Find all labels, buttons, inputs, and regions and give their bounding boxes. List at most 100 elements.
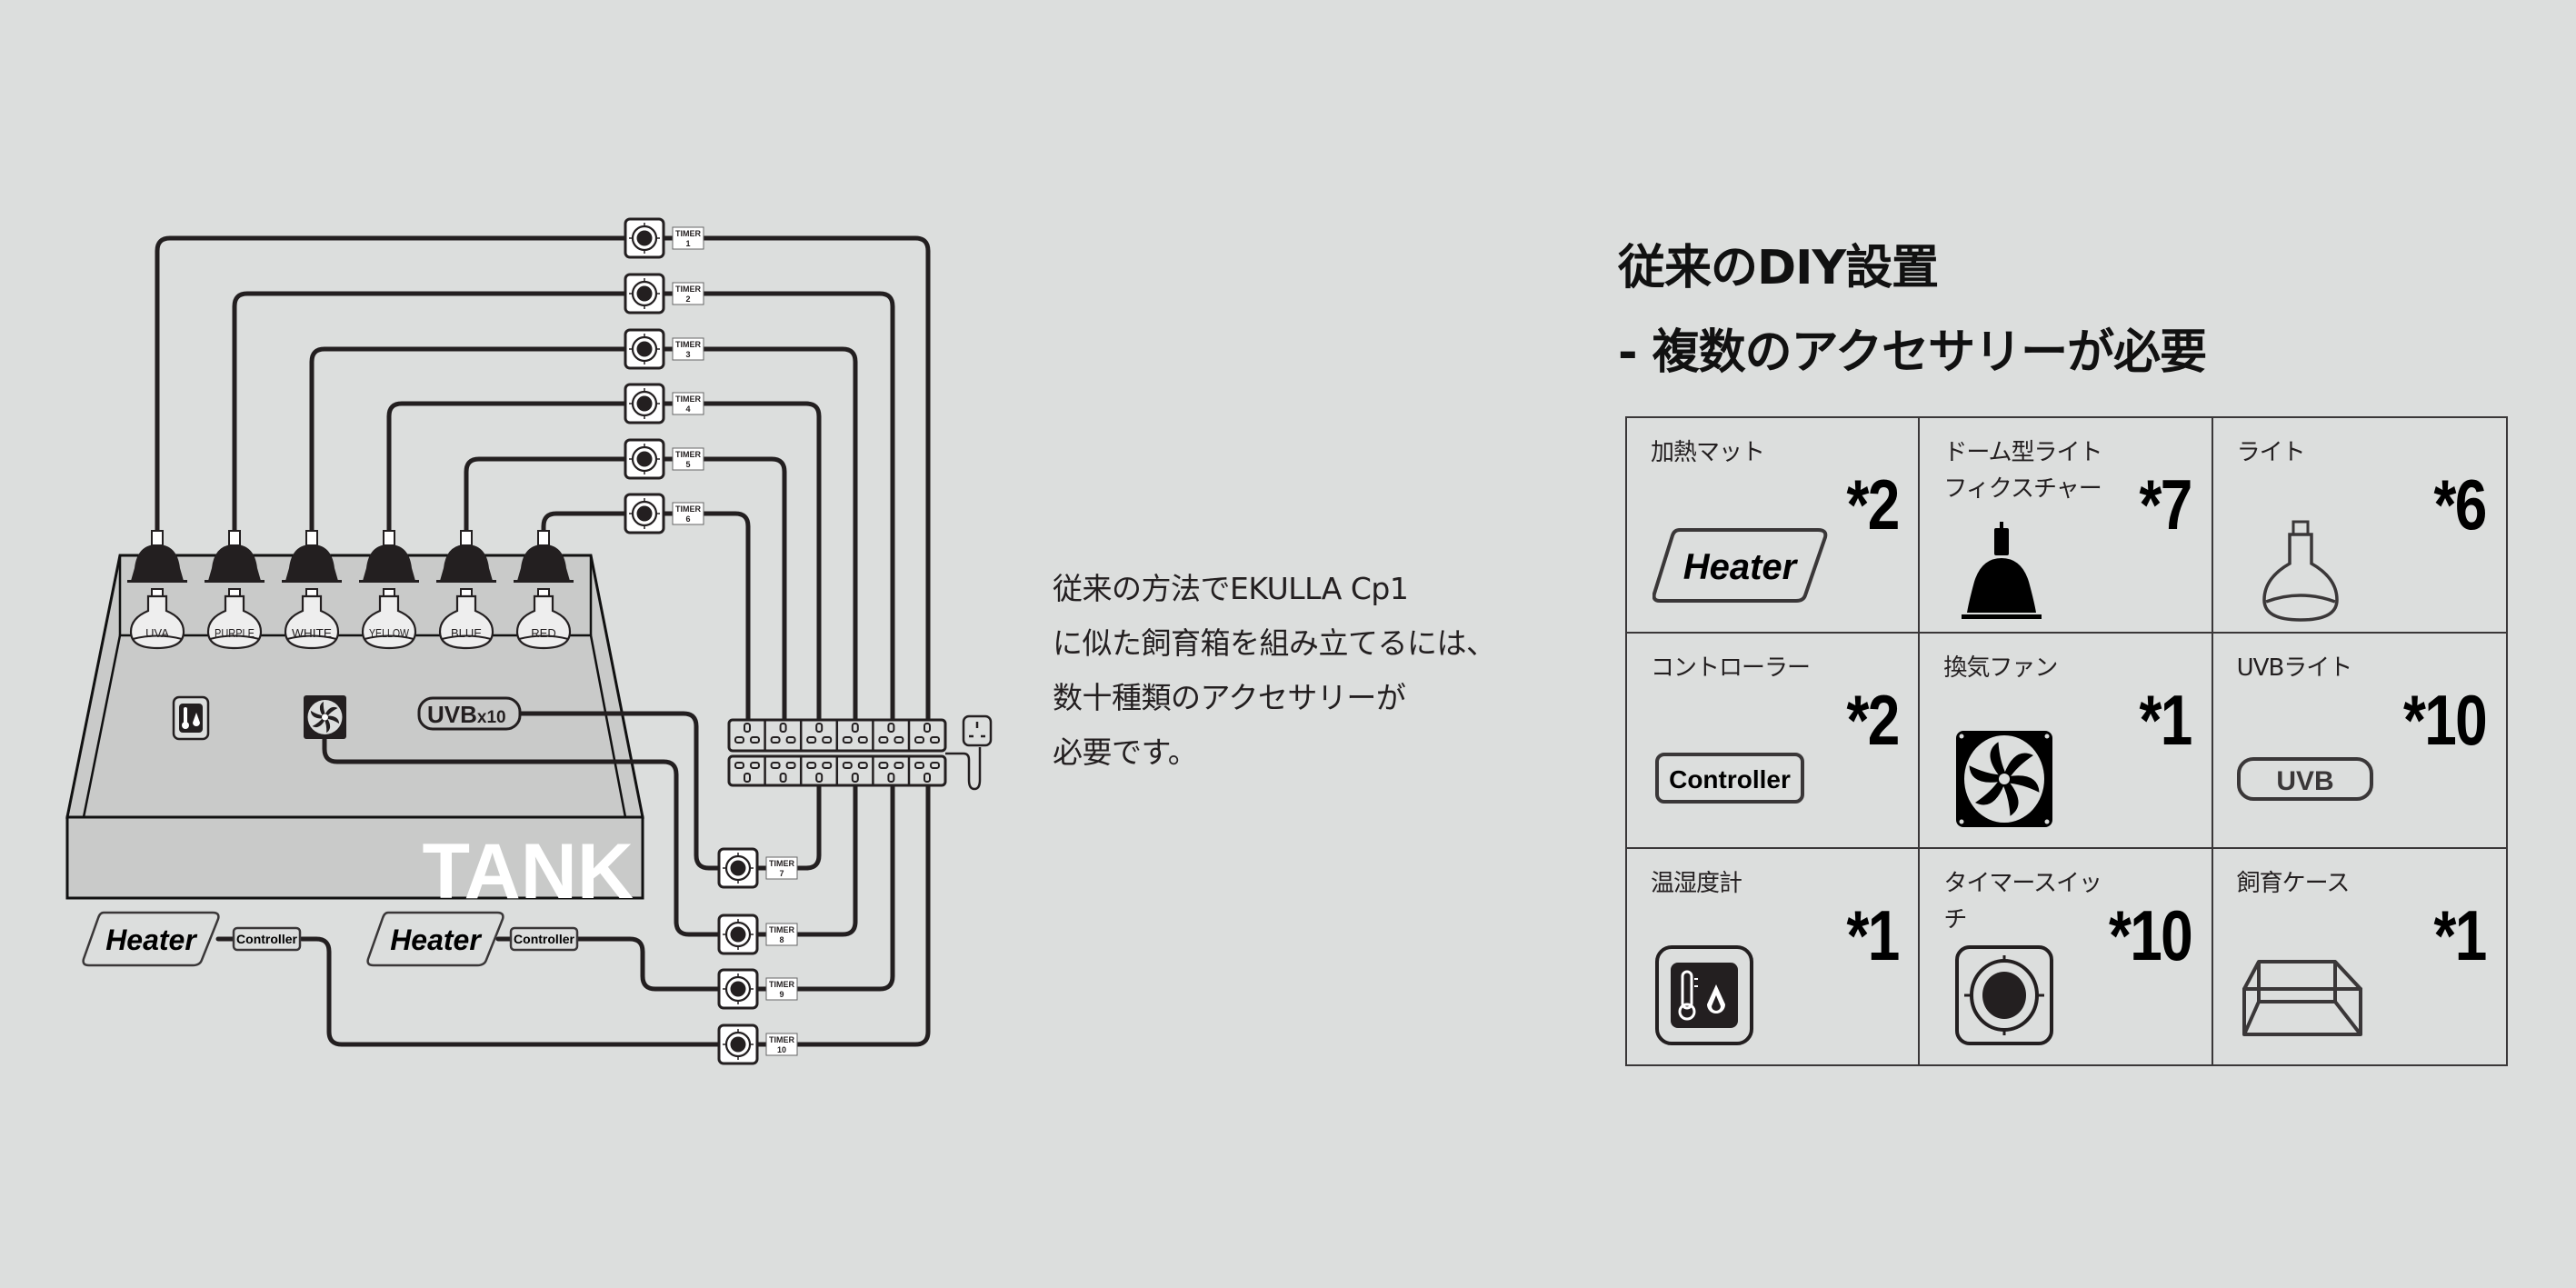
- accessory-count: *1: [1846, 895, 1900, 975]
- uvb-cable: [517, 711, 822, 871]
- timer-number: 8: [779, 935, 784, 944]
- uvb-label: UVB: [427, 701, 477, 728]
- timer-number: 9: [779, 990, 784, 999]
- accessory-cell-light: ライト *6: [2212, 418, 2506, 634]
- heater-mat-icon: [366, 911, 504, 967]
- accessory-count: *7: [2139, 464, 2192, 544]
- lamp-cable: [232, 291, 895, 723]
- lamps: UVA PURPLE WHITE YELLOW BLUE RED: [127, 530, 574, 650]
- page-subtitle: - 複数のアクセサリーが必要: [1618, 325, 2207, 380]
- dome-lamp: [282, 530, 342, 583]
- bulb-label: RED: [531, 626, 555, 640]
- bulb: YELLOW: [361, 588, 417, 650]
- timer-number: 5: [685, 460, 690, 469]
- accessory-count: *2: [1846, 464, 1900, 544]
- bulb-label: UVA: [145, 626, 169, 640]
- intro-text: 従来の方法でEKULLA Cp1 に似た飼育箱を組み立てるには、 数十種類のアク…: [1053, 562, 1496, 780]
- bulb-label: BLUE: [451, 626, 482, 640]
- timer-label: TIMER: [675, 340, 701, 349]
- bulb: BLUE: [438, 588, 494, 650]
- timer-knob-icon: [717, 847, 759, 889]
- uvb-quantity: x10: [477, 708, 506, 727]
- timer-knob-icon: [624, 217, 665, 259]
- bulb: UVA: [129, 588, 185, 650]
- timer-knob-icon: [624, 493, 665, 534]
- plug-icon: [962, 714, 993, 747]
- fan-icon: [304, 695, 346, 739]
- lamp-cable: [309, 346, 858, 723]
- timer-label: TIMER: [675, 285, 701, 294]
- bulb: PURPLE: [206, 588, 263, 650]
- dome-lamp: [436, 530, 496, 583]
- accessory-cell-timer-switch: タイマースイッチ *10: [1920, 849, 2213, 1064]
- fan-cable: [322, 736, 858, 937]
- dome-lamp: [514, 530, 574, 583]
- accessory-cell-uvb-light: UVBライト *10 UVB: [2212, 634, 2506, 849]
- controller-icon: Controller: [1655, 753, 1804, 804]
- heater-cable: [572, 783, 895, 992]
- heater-label: Heater: [390, 924, 482, 956]
- accessory-cell-controller: コントローラー *2 Controller: [1627, 634, 1921, 849]
- timer-label: TIMER: [675, 229, 701, 238]
- timer-label: TIMER: [769, 859, 794, 868]
- timer-knob-icon: [717, 968, 759, 1010]
- lamp-cable: [155, 235, 931, 723]
- enclosure-icon: [2242, 960, 2362, 1036]
- dome-lamp: [205, 530, 265, 583]
- accessory-count: *6: [2433, 464, 2488, 544]
- controller-2: Controller: [509, 926, 579, 952]
- controller-1: Controller: [232, 926, 302, 952]
- lamp-cable: [386, 401, 822, 723]
- heater-2: Heater: [366, 911, 504, 967]
- accessory-label: 温湿度計: [1651, 870, 1742, 897]
- heater-icon-text: Heater: [1683, 547, 1799, 587]
- timer-switch-icon: [1955, 945, 2054, 1045]
- heater-cable: [299, 783, 931, 1047]
- svg-text:UVBx10: UVBx10: [427, 701, 506, 728]
- uvb-light-badge: UVBx10: [417, 696, 522, 731]
- timer-label: TIMER: [675, 450, 701, 459]
- timer-number: 4: [685, 404, 690, 414]
- bulb: WHITE: [284, 588, 340, 650]
- accessory-label: ライト: [2236, 439, 2306, 466]
- timer-number: 6: [685, 514, 690, 524]
- intro-line: 従来の方法でEKULLA Cp1: [1053, 571, 1409, 606]
- accessory-count: *10: [2108, 895, 2193, 975]
- accessory-cell-dome-fixture: ドーム型ライトフィクスチャー *7: [1920, 418, 2213, 634]
- accessory-label: 換気ファン: [1943, 654, 2058, 682]
- timer-number: 1: [685, 239, 690, 248]
- intro-line: 数十種類のアクセサリーが: [1053, 680, 1406, 715]
- timer-label: TIMER: [675, 394, 701, 404]
- fan-icon: [1956, 731, 2053, 827]
- timer-knob-icon: [717, 1023, 759, 1065]
- accessory-cell-hygrometer: 温湿度計 *1: [1627, 849, 1921, 1064]
- timer-switches: TIMER1TIMER2TIMER3TIMER4TIMER5TIMER6TIME…: [624, 217, 798, 1065]
- accessory-label: ドーム型ライトフィクスチャー: [1943, 439, 2102, 503]
- heater-label: Heater: [105, 924, 197, 956]
- timer-label: TIMER: [769, 980, 794, 989]
- accessory-count: *1: [2433, 895, 2488, 975]
- power-strip: [727, 714, 993, 791]
- bulb-label: WHITE: [292, 626, 332, 640]
- page-title: 従来のDIY設置: [1618, 241, 1939, 295]
- heater-1: Heater: [82, 911, 220, 967]
- bulb-label: PURPLE: [215, 626, 255, 640]
- tank-label: TANK: [423, 828, 634, 915]
- timer-number: 2: [685, 295, 690, 304]
- hygrometer-icon: [172, 695, 210, 741]
- accessory-cell-ventilation-fan: 換気ファン *1: [1920, 634, 2213, 849]
- timer-knob-icon: [624, 438, 665, 480]
- dome-lamp: [127, 530, 187, 583]
- accessory-count: *2: [1846, 680, 1900, 760]
- timer-number: 3: [685, 350, 690, 359]
- timer-knob-icon: [717, 914, 759, 955]
- accessory-cell-enclosure: 飼育ケース *1: [2213, 849, 2506, 1064]
